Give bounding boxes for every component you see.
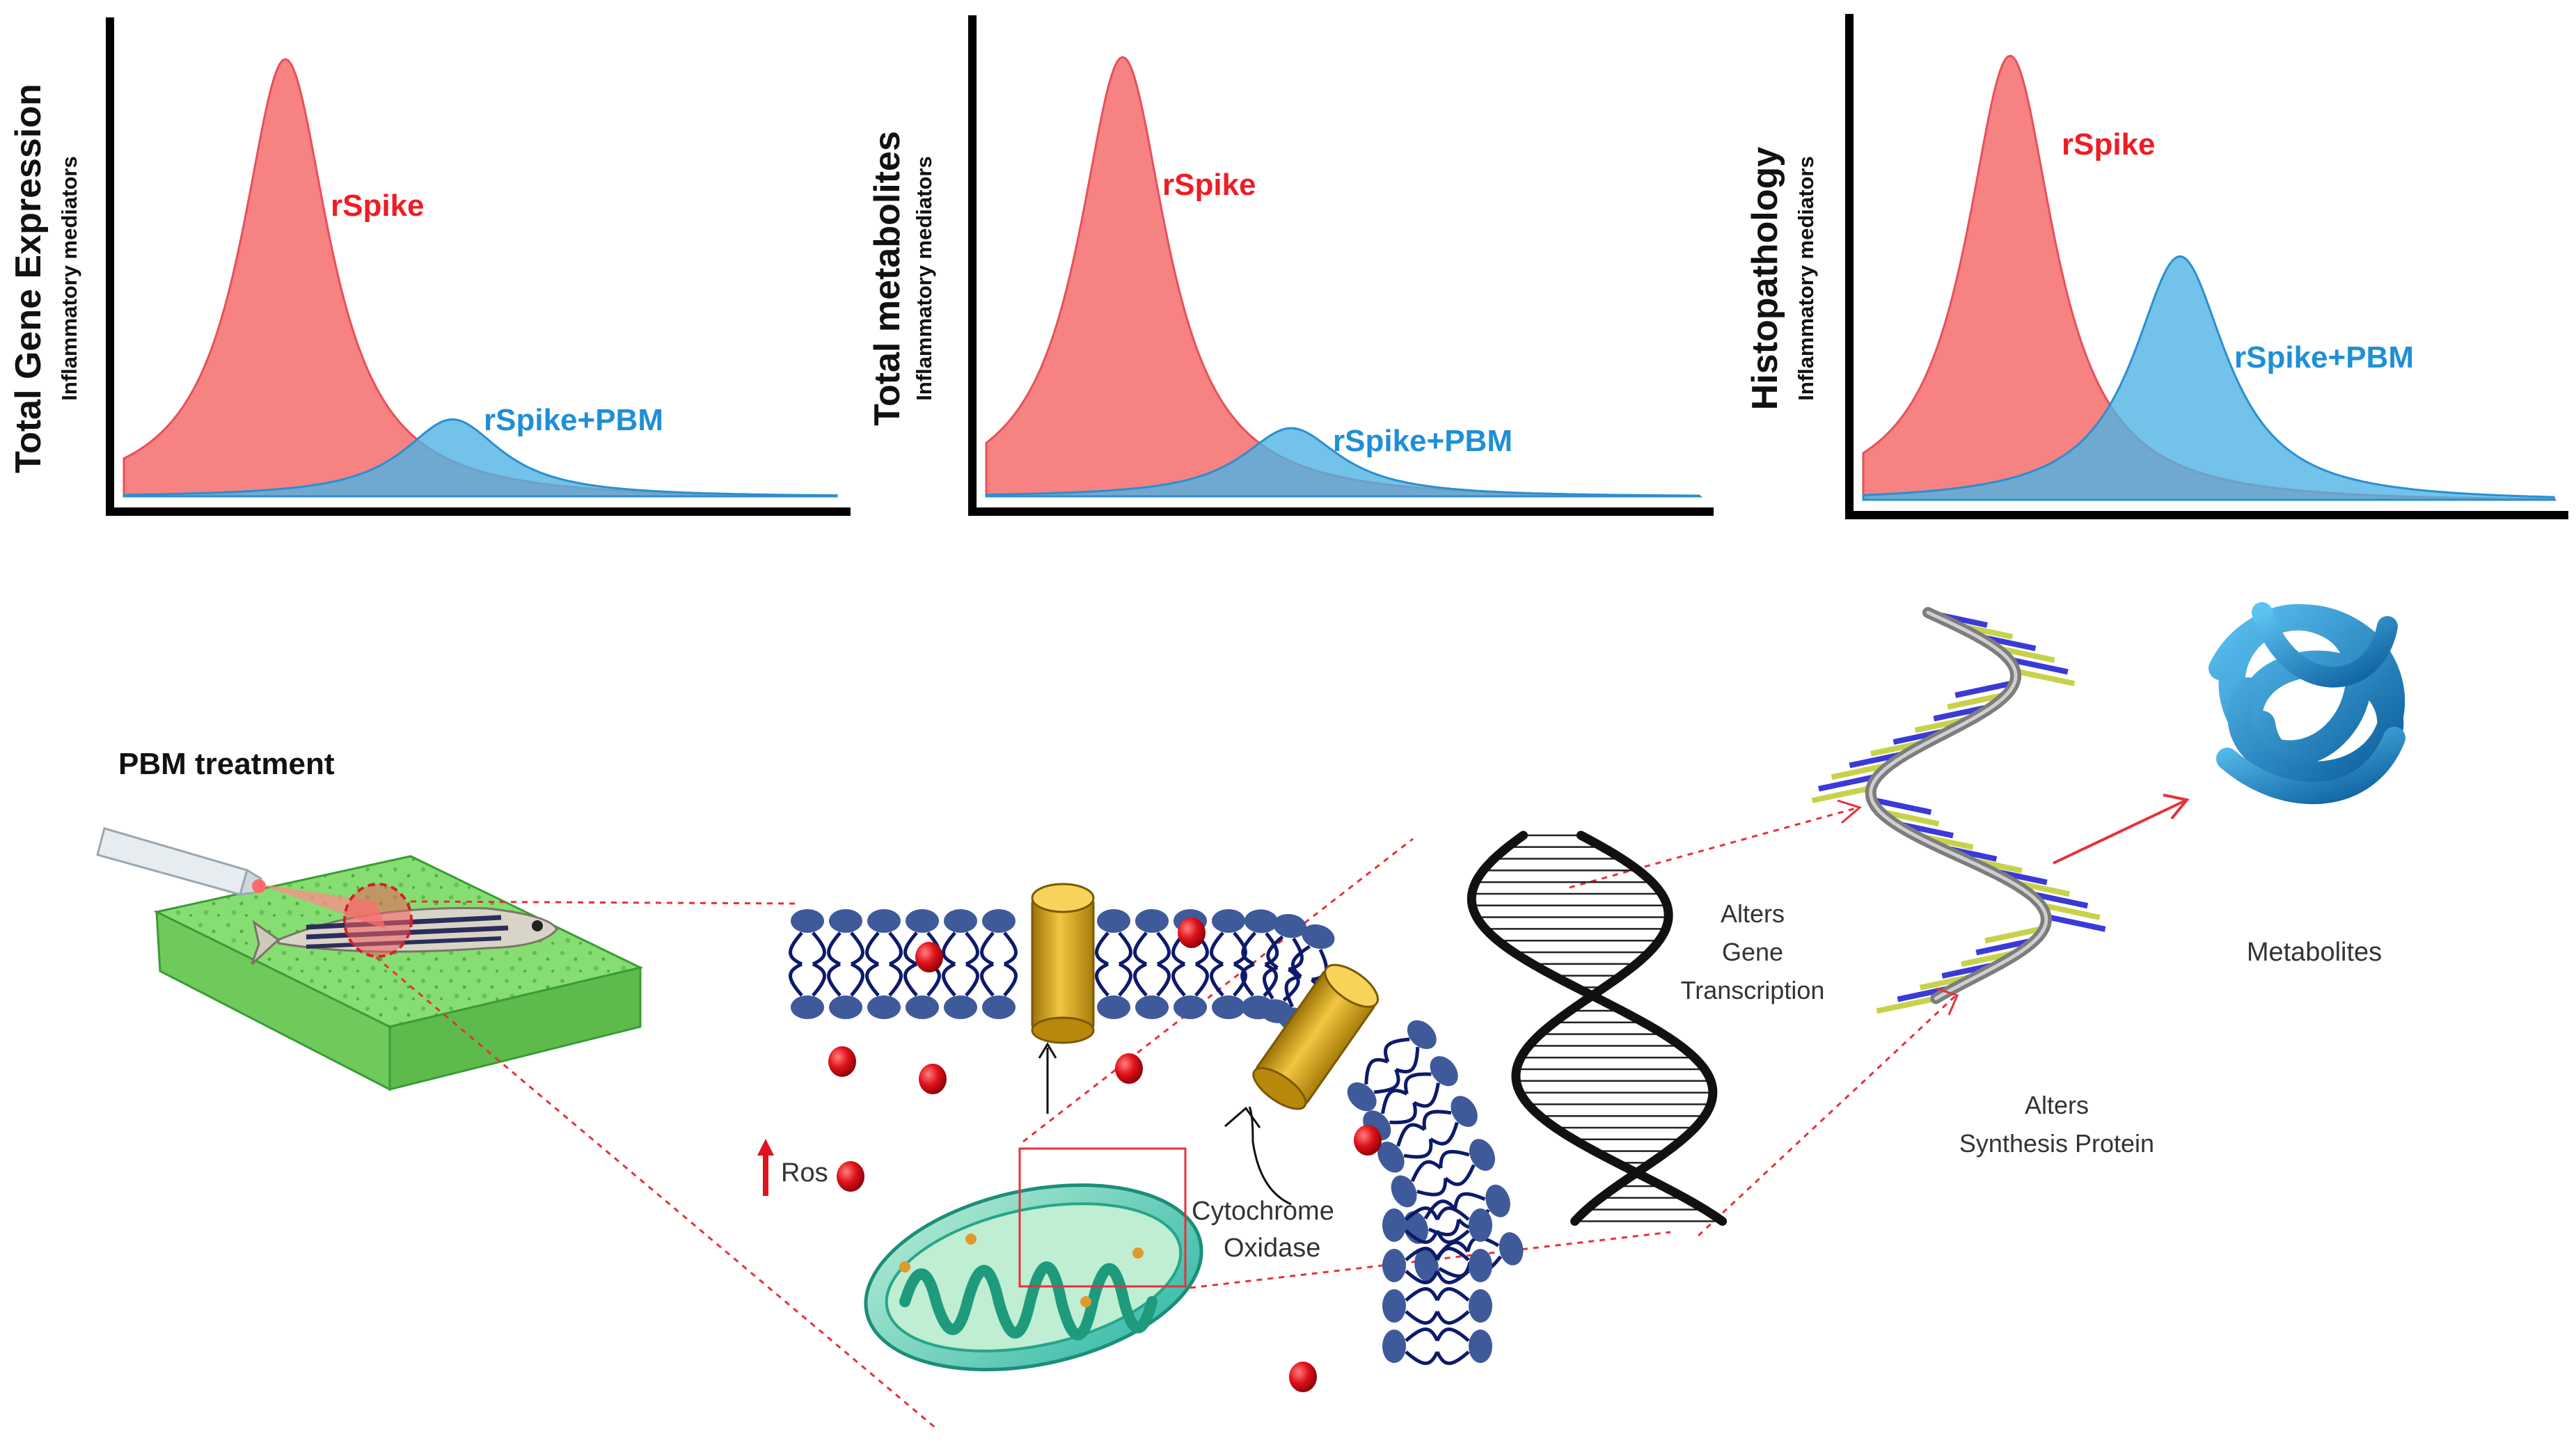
zoom-lines <box>375 806 1957 1430</box>
series-label-rspike-pbm: rSpike+PBM <box>484 403 663 437</box>
chart-subtitle: Inflammatory mediators <box>57 156 81 400</box>
series-area-rspike-pbm <box>985 427 1702 498</box>
arrow-to-metabolites <box>2053 794 2190 865</box>
chart-panel-1: Total Gene Expression Inflammatory mediat… <box>8 17 851 516</box>
pbm-treatment-label: PBM treatment <box>118 747 335 781</box>
chart-title: Total Gene Expression <box>8 84 49 473</box>
channel-arrows <box>1038 1042 1292 1206</box>
mitochondrion <box>864 1183 1203 1371</box>
treatment-spot <box>343 883 413 958</box>
ion-channel-2 <box>1252 963 1379 1110</box>
gene-label-line1: Alters <box>1721 899 1785 928</box>
cell-membrane <box>789 909 1524 1365</box>
series-label-rspike-pbm: rSpike+PBM <box>1333 424 1512 458</box>
ros-particle <box>828 1046 856 1077</box>
protein-label-line1: Alters <box>2025 1091 2089 1119</box>
charts-layer: Total Gene Expression Inflammatory mediat… <box>8 14 2568 519</box>
folded-protein <box>2208 602 2405 805</box>
gene-label-line3: Transcription <box>1681 976 1825 1004</box>
metabolites-label: Metabolites <box>2247 938 2382 967</box>
gene-label-line2: Gene <box>1722 938 1783 966</box>
chart-subtitle: Inflammatory mediators <box>1794 156 1818 400</box>
ros-label: Ros <box>781 1158 828 1188</box>
series-area-rspike-pbm <box>1862 255 2556 501</box>
ros-particle <box>1115 1053 1143 1084</box>
ros-particle <box>837 1161 864 1192</box>
series-area-rspike-pbm <box>123 418 838 498</box>
ros-indicator: Ros <box>757 1139 828 1196</box>
ros-particle <box>915 942 943 972</box>
arrow-heads-dotted <box>1837 799 1959 1016</box>
ion-channel-1 <box>1031 883 1095 1044</box>
chart-panel-3: Histopathology Inflammatory mediators rSpi… <box>1745 14 2568 519</box>
ros-particle <box>1289 1362 1317 1392</box>
rna-strand <box>1811 607 2106 1014</box>
mitochondrion-zoom-box <box>1018 1147 1187 1288</box>
series-label-rspike: rSpike <box>2062 127 2156 161</box>
series-area-rspike <box>123 58 838 498</box>
ros-particle <box>1354 1125 1382 1156</box>
protein-label-line2: Synthesis Protein <box>1959 1129 2154 1158</box>
chart-title: Total metabolites <box>867 131 908 426</box>
pbm-diagram: PBM treatment <box>96 602 2405 1430</box>
dna-helix <box>1467 830 1728 1226</box>
series-label-rspike: rSpike <box>331 189 425 223</box>
chart-subtitle: Inflammatory mediators <box>912 156 936 400</box>
cytochrome-label-line2: Oxidase <box>1224 1234 1320 1263</box>
chart-title: Histopathology <box>1745 147 1785 411</box>
ros-particle <box>919 1064 947 1094</box>
series-label-rspike-pbm: rSpike+PBM <box>2234 340 2414 375</box>
series-label-rspike: rSpike <box>1162 168 1256 202</box>
ros-particle <box>1178 917 1206 948</box>
cytochrome-label-line1: Cytochrome <box>1192 1197 1334 1226</box>
